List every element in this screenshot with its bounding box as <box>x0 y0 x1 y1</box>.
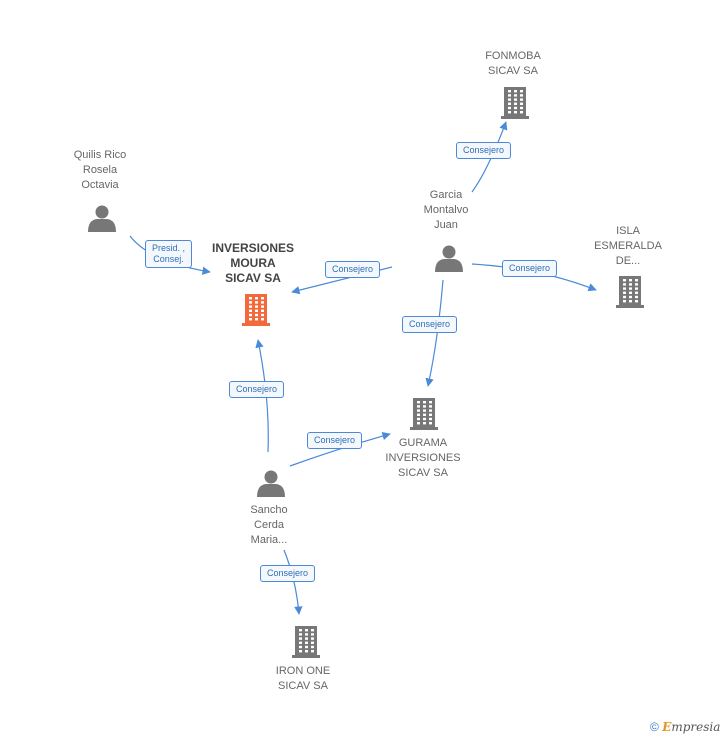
node-label-iron-one[interactable]: IRON ONE SICAV SA <box>275 665 331 692</box>
edge-garcia-gurama <box>425 279 444 387</box>
person-icon-garcia[interactable] <box>435 245 463 273</box>
person-icon-sancho[interactable] <box>257 470 285 498</box>
building-icon-fonmoba[interactable] <box>501 87 529 119</box>
building-icon-isla_esmeralda[interactable] <box>616 276 644 308</box>
edge-label-garcia-isla[interactable]: Consejero <box>502 260 558 277</box>
node-label-sancho[interactable]: Sancho Cerda Maria... <box>250 504 288 546</box>
edge-label-garcia-fonmoba[interactable]: Consejero <box>456 142 512 159</box>
edge-label-garcia-gurama[interactable]: Consejero <box>402 316 458 333</box>
edge-label-sancho-moura[interactable]: Consejero <box>229 381 285 398</box>
footer-brand: © Empresia <box>650 720 720 734</box>
edge-label-quilis-moura[interactable]: Presid. , Consej. <box>145 240 193 268</box>
building-icon-inversiones_moura[interactable] <box>242 294 270 326</box>
node-label-inversiones-moura[interactable]: INVERSIONES MOURA SICAV SA <box>211 241 295 285</box>
node-label-fonmoba[interactable]: FONMOBA SICAV SA <box>485 50 541 77</box>
building-icon-gurama[interactable] <box>410 398 438 430</box>
edge-label-garcia-moura[interactable]: Consejero <box>325 261 381 278</box>
node-label-gurama[interactable]: GURAMA INVERSIONES SICAV SA <box>385 437 461 479</box>
edge-label-sancho-iron[interactable]: Consejero <box>260 565 316 582</box>
edge-sancho-gurama <box>289 431 391 467</box>
edge-label-sancho-gurama[interactable]: Consejero <box>307 432 363 449</box>
copyright-icon: © <box>650 720 659 734</box>
node-label-garcia[interactable]: Garcia Montalvo Juan <box>423 189 469 231</box>
node-label-quilis[interactable]: Quilis Rico Rosela Octavia <box>73 149 127 191</box>
edge-sancho-iron_one <box>283 549 303 615</box>
empresia-logo: Empresia <box>662 720 721 734</box>
node-label-isla-esmeralda[interactable]: ISLA ESMERALDA DE... <box>594 225 662 267</box>
edge-garcia-inversiones_moura <box>291 266 393 295</box>
building-icon-iron_one[interactable] <box>292 626 320 658</box>
person-icon-quilis[interactable] <box>88 205 116 233</box>
edge-garcia-fonmoba <box>471 121 508 193</box>
